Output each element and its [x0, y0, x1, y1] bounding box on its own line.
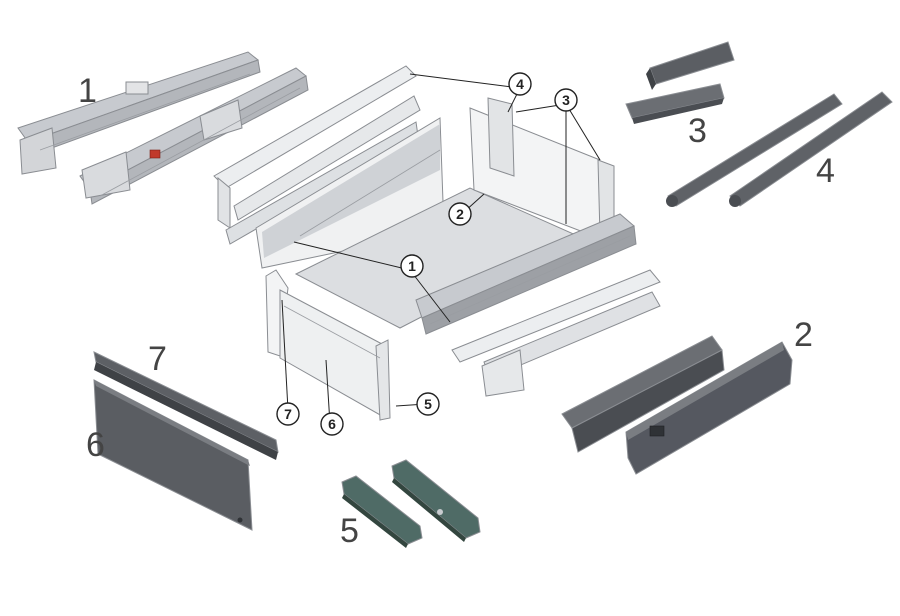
- svg-text:4: 4: [516, 76, 524, 92]
- part-number-4: 4: [816, 152, 835, 190]
- callout-1: 1: [400, 254, 424, 278]
- part-number-6: 6: [86, 426, 105, 464]
- callout-7: 7: [276, 402, 300, 426]
- svg-text:2: 2: [456, 206, 464, 222]
- drawer-side-panels-icon: [561, 335, 793, 475]
- svg-text:1: 1: [408, 258, 416, 274]
- callout-6: 6: [320, 412, 344, 436]
- callout-5: 5: [416, 392, 440, 416]
- svg-text:5: 5: [424, 396, 432, 412]
- front-panel-icon: [93, 379, 253, 531]
- svg-text:6: 6: [328, 416, 336, 432]
- svg-text:3: 3: [562, 92, 570, 108]
- callout-2: 2: [448, 202, 472, 226]
- front-top-rail-icon: [93, 351, 279, 460]
- part-number-7: 7: [148, 340, 167, 378]
- drawer-exploded-assembly-icon: [213, 65, 661, 425]
- gallery-rods-icon: [666, 91, 893, 207]
- callout-3: 3: [554, 88, 578, 112]
- part-number-5: 5: [340, 512, 359, 550]
- part-number-3: 3: [688, 112, 707, 150]
- callout-4: 4: [508, 72, 532, 96]
- part-number-2: 2: [794, 316, 813, 354]
- part-number-1: 1: [78, 72, 97, 110]
- rear-brackets-icon: [625, 41, 735, 124]
- front-fixing-brackets-icon: [341, 459, 481, 548]
- drawer-slide-rails-icon: [17, 51, 309, 205]
- svg-text:7: 7: [284, 406, 292, 422]
